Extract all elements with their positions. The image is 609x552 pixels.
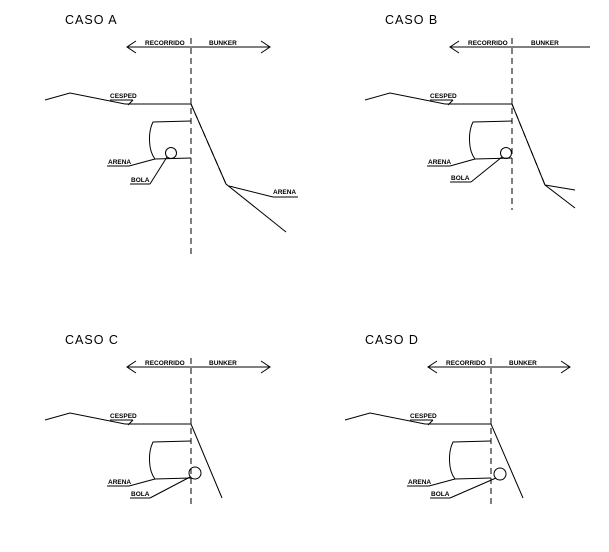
- case-c-ball: [188, 466, 202, 480]
- case-a-arrow: [126, 40, 271, 54]
- case-a-panel: CASO A RECORRIDO BUNKER CESPED ARENA BOL…: [44, 13, 298, 255]
- case-d-bunker-pit: [449, 440, 492, 480]
- case-b-bunker-label: BUNKER: [531, 40, 559, 47]
- case-d-bola-label: BOLA: [431, 491, 450, 498]
- case-c-cesped-label: CESPED: [110, 413, 137, 420]
- case-a-title: CASO A: [65, 13, 118, 27]
- case-d-terrain: [344, 412, 524, 499]
- case-d-arrow: [427, 360, 571, 374]
- case-d-recorrido-label: RECORRIDO: [446, 360, 486, 367]
- case-c-arrow: [126, 360, 271, 374]
- case-b-panel: CASO B RECORRIDO BUNKER CESPED ARENA BOL…: [364, 13, 590, 210]
- case-d-bunker-label: BUNKER: [509, 360, 537, 367]
- case-c-recorrido-label: RECORRIDO: [145, 360, 185, 367]
- case-b-arena-label: ARENA: [428, 159, 451, 166]
- case-b-terrain: [364, 92, 576, 209]
- case-d-cesped-label: CESPED: [410, 413, 437, 420]
- case-c-panel: CASO C RECORRIDO BUNKER CESPED ARENA BOL…: [44, 333, 271, 505]
- case-a-cesped-label: CESPED: [110, 93, 137, 100]
- case-a-bunker-pit: [149, 120, 192, 160]
- case-a-bunker-edge: [190, 103, 227, 185]
- case-c-terrain: [44, 412, 223, 499]
- case-b-ball: [500, 147, 512, 159]
- case-b-bola-label: BOLA: [451, 175, 470, 182]
- case-c-bola-label: BOLA: [131, 491, 150, 498]
- case-c-bunker-label: BUNKER: [209, 360, 237, 367]
- case-a-ball: [165, 147, 177, 159]
- case-c-bunker-pit: [149, 440, 192, 480]
- case-b-bunker-pit: [469, 120, 513, 160]
- case-a-bunker-label: BUNKER: [209, 40, 237, 47]
- case-d-ball: [493, 467, 507, 481]
- case-a-arena-label: ARENA: [108, 159, 131, 166]
- case-b-recorrido-label: RECORRIDO: [468, 40, 508, 47]
- case-a-recorrido-label: RECORRIDO: [145, 40, 185, 47]
- case-c-title: CASO C: [65, 333, 119, 347]
- case-b-cesped-label: CESPED: [430, 93, 457, 100]
- case-b-title: CASO B: [385, 13, 438, 27]
- case-d-panel: CASO D RECORRIDO BUNKER CESPED ARENA BOL…: [344, 333, 571, 505]
- case-a-bola-label: BOLA: [131, 177, 150, 184]
- case-a-arena-bunker-label: ARENA: [273, 189, 296, 196]
- case-b-arrow: [449, 40, 590, 54]
- case-d-arena-label: ARENA: [408, 479, 431, 486]
- case-c-arena-label: ARENA: [108, 479, 131, 486]
- case-b-bunker-edge: [511, 103, 546, 186]
- case-d-title: CASO D: [365, 333, 419, 347]
- case-a-terrain: [44, 92, 287, 233]
